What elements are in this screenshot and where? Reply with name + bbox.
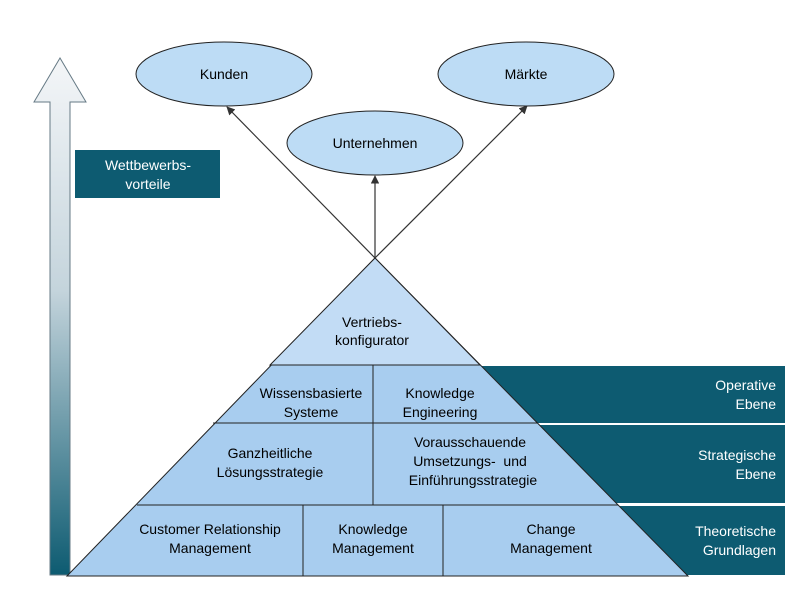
arrow-to-kunden: [226, 106, 376, 259]
level-strategic-line-2: Ebene: [736, 466, 777, 482]
cell-knowledge-engineering-line-2: Engineering: [403, 404, 478, 420]
level-theoretical-line-2: Grundlagen: [703, 542, 776, 558]
cell-crm-line-2: Management: [169, 540, 251, 556]
cell-ganzheitliche-line-1: Ganzheitliche: [228, 445, 313, 461]
pyramid: [65, 257, 690, 577]
cell-change-management-line-2: Management: [510, 540, 592, 556]
level-operative-line-2: Ebene: [736, 396, 777, 412]
cell-change-management-line-1: Change: [526, 521, 575, 537]
connector-arrows: [226, 105, 528, 259]
cell-customer-relationship-management: Customer Relationship Management: [139, 521, 281, 556]
cell-knowledge-engineering-line-1: Knowledge: [405, 385, 474, 401]
cell-ganzheitliche-line-2: Lösungsstrategie: [217, 464, 324, 480]
competitive-advantage-label-line-1: Wettbewerbs-: [105, 157, 191, 173]
cell-ganzheitliche-loesungsstrategie: Ganzheitliche Lösungsstrategie: [217, 445, 324, 480]
competitive-advantage-arrow: [33, 57, 87, 576]
cell-knowledge-management-line-1: Knowledge: [338, 521, 407, 537]
pyramid-apex-vertriebskonfigurator: Vertriebs- konfigurator: [335, 314, 409, 348]
ellipse-unternehmen-label: Unternehmen: [333, 135, 418, 151]
ellipse-unternehmen: Unternehmen: [286, 110, 464, 176]
competitive-advantage-label: Wettbewerbs- vorteile: [75, 150, 220, 198]
cell-crm-line-1: Customer Relationship: [139, 521, 281, 537]
cell-knowledge-management: Knowledge Management: [332, 521, 414, 556]
level-theoretical-line-1: Theoretische: [695, 523, 776, 539]
apex-line-2: konfigurator: [335, 332, 409, 348]
arrow-to-maerkte: [374, 105, 528, 259]
cell-change-management: Change Management: [510, 521, 592, 556]
cell-wissensbasierte-line-1: Wissensbasierte: [260, 385, 363, 401]
cell-vorausschauende-strategie: Vorausschauende Umsetzungs- und Einführu…: [409, 434, 538, 488]
cell-vorausschauende-line-2: Umsetzungs- und: [413, 453, 527, 469]
cell-knowledge-engineering: Knowledge Engineering: [403, 385, 478, 420]
ellipse-kunden-label: Kunden: [200, 66, 248, 82]
cell-knowledge-management-line-2: Management: [332, 540, 414, 556]
level-operative-line-1: Operative: [715, 377, 776, 393]
cell-vorausschauende-line-1: Vorausschauende: [414, 434, 526, 450]
ellipse-maerkte-label: Märkte: [505, 66, 548, 82]
competitive-advantage-label-line-2: vorteile: [125, 176, 170, 192]
cell-wissensbasierte-line-2: Systeme: [284, 404, 339, 420]
level-strategic-line-1: Strategische: [698, 447, 776, 463]
cell-wissensbasierte-systeme: Wissensbasierte Systeme: [260, 385, 363, 420]
ellipse-kunden: Kunden: [135, 41, 313, 107]
ellipse-maerkte: Märkte: [437, 41, 615, 107]
apex-line-1: Vertriebs-: [342, 314, 402, 330]
cell-vorausschauende-line-3: Einführungsstrategie: [409, 472, 538, 488]
